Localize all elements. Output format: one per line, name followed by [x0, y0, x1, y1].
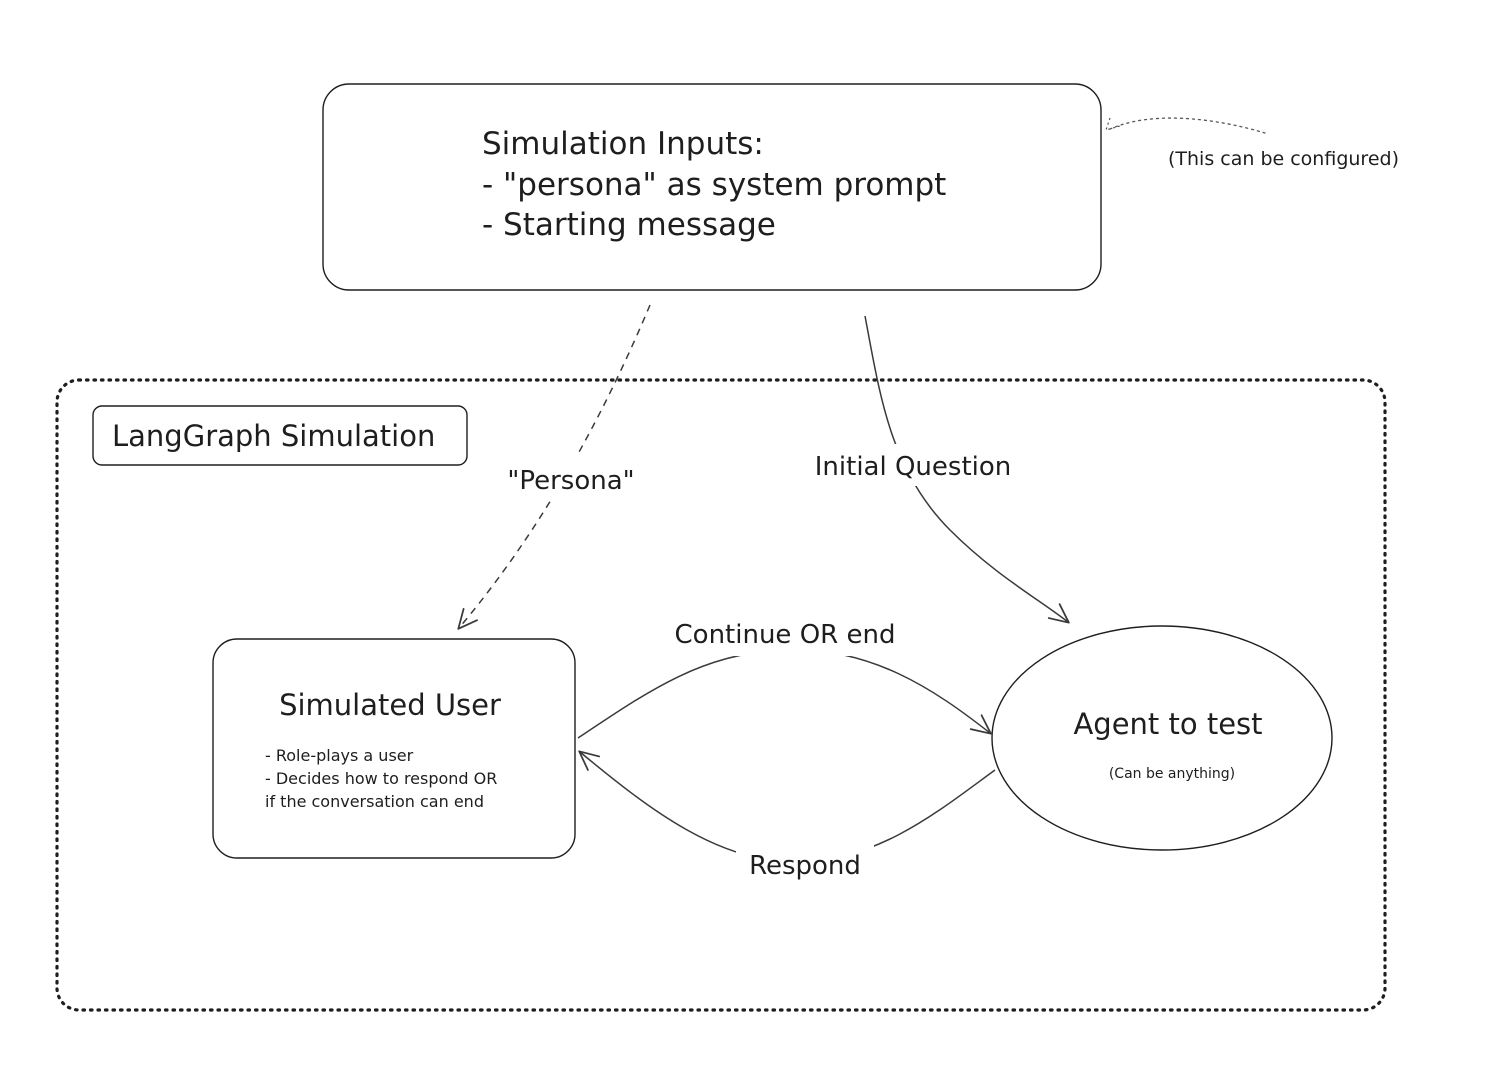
simulation-container [55, 378, 1387, 1012]
agent-title: Agent to test [1073, 707, 1262, 741]
simulation-label-box [92, 405, 468, 466]
persona-edge-label: "Persona" [507, 466, 634, 496]
initial-question-label-bg [786, 444, 1042, 486]
continue-or-end-edge [577, 648, 992, 739]
simulation-inputs-starting-message-line: - Starting message [482, 207, 776, 243]
agent-node [991, 625, 1333, 851]
simulated-user-box [212, 638, 576, 859]
simulated-user-line-1: - Role-plays a user [265, 746, 414, 765]
continue-label-bg [652, 612, 918, 656]
initial-question-edge [864, 315, 1070, 624]
simulation-label: LangGraph Simulation [112, 419, 435, 453]
config-note: (This can be configured) [1168, 148, 1399, 170]
config-note-connector-tip [1105, 117, 1121, 131]
simulated-user-line-2: - Decides how to respond OR [265, 769, 497, 788]
respond-label-bg [736, 842, 874, 884]
agent-subtitle: (Can be anything) [1109, 766, 1235, 782]
config-note-connector [1107, 117, 1266, 134]
initial-question-edge-label: Initial Question [815, 452, 1012, 482]
simulated-user-title: Simulated User [279, 688, 501, 722]
persona-label-bg [494, 456, 648, 498]
simulation-inputs-box [322, 83, 1102, 291]
continue-or-end-edge-label: Continue OR end [675, 620, 896, 650]
simulated-user-line-3: if the conversation can end [265, 792, 484, 811]
respond-edge-label: Respond [749, 851, 861, 881]
simulation-inputs-title: Simulation Inputs: [482, 126, 764, 162]
simulation-inputs-persona-line: - "persona" as system prompt [482, 167, 946, 203]
